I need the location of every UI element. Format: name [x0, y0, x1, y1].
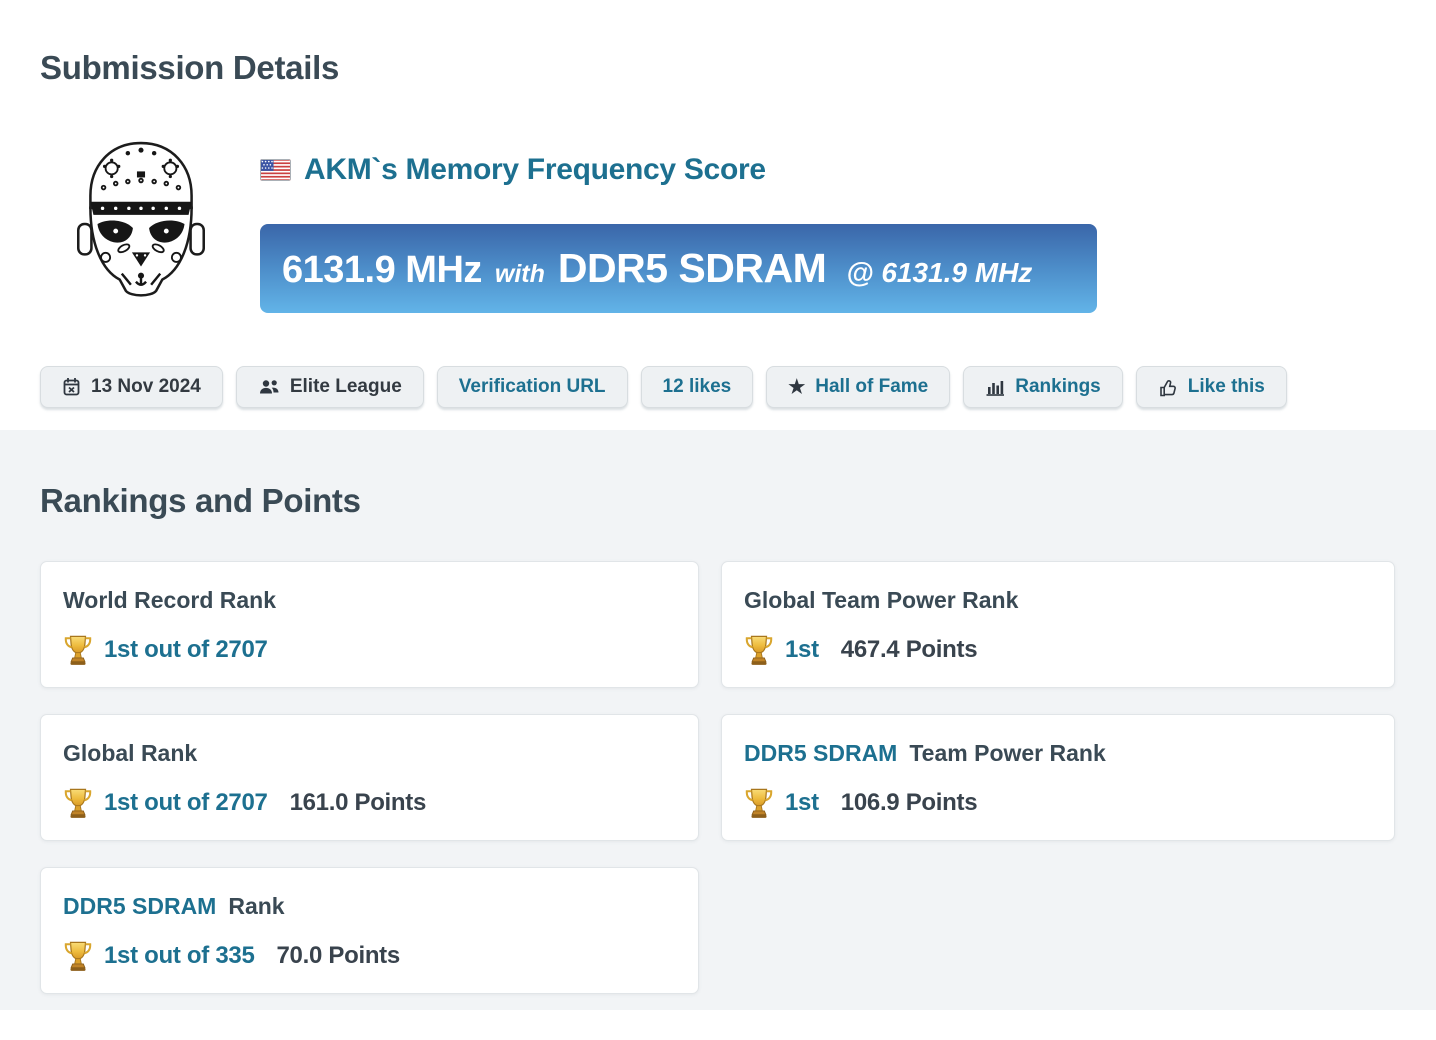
league-button[interactable]: Elite League: [235, 366, 424, 408]
score-banner: 6131.9 MHz with DDR5 SDRAM @ 6131.9 MHz: [260, 224, 1097, 313]
submission-title: AKM`s Memory Frequency Score: [304, 153, 766, 186]
points-value: 467.4 Points: [840, 635, 978, 663]
calendar-icon: [62, 377, 81, 397]
rank-link[interactable]: 1st: [785, 788, 819, 816]
thumbs-up-icon: [1158, 378, 1178, 397]
rank-card-hardware: DDR5 SDRAM Rank 1st out of 335 70.0 Poin…: [40, 867, 699, 994]
points-value: 70.0 Points: [276, 941, 401, 969]
date-label: 13 Nov 2024: [91, 376, 201, 397]
card-title: Team Power Rank: [909, 740, 1106, 766]
rank-card-global: Global Rank 1st out of 2707 161.0 Points: [40, 714, 699, 841]
points-value: 106.9 Points: [840, 788, 978, 816]
stormtrooper-avatar-icon: [77, 141, 205, 297]
rank-link[interactable]: 1st out of 2707: [104, 635, 268, 663]
like-this-label: Like this: [1187, 376, 1265, 397]
likes-count-label: 12 likes: [662, 376, 732, 397]
hall-of-fame-button[interactable]: ★ Hall of Fame: [766, 366, 951, 408]
rank-link[interactable]: 1st out of 2707: [104, 788, 268, 816]
rankings-cards-grid: World Record Rank 1st out of 2707 Global…: [40, 561, 1396, 994]
hardware-link[interactable]: DDR5 SDRAM: [63, 893, 217, 919]
submission-details-section: Submission Details: [0, 0, 1436, 408]
card-title: Global Rank: [63, 740, 198, 766]
rankings-button[interactable]: Rankings: [963, 366, 1123, 408]
trophy-icon: [64, 941, 92, 972]
rank-card-hardware-team-power: DDR5 SDRAM Team Power Rank 1st 106.9 Poi…: [721, 714, 1395, 841]
trophy-icon: [745, 788, 773, 819]
rank-card-world-record: World Record Rank 1st out of 2707: [40, 561, 699, 688]
at-clock-value: @ 6131.9 MHz: [846, 257, 1033, 288]
banner-connector: with: [494, 260, 545, 288]
rankings-section: Rankings and Points World Record Rank 1s…: [0, 430, 1436, 1010]
verification-url-label: Verification URL: [458, 376, 606, 397]
trophy-icon: [64, 788, 92, 819]
card-title: World Record Rank: [63, 587, 276, 613]
rank-card-global-team-power: Global Team Power Rank 1st 467.4 Points: [721, 561, 1395, 688]
rankings-section-title: Rankings and Points: [40, 482, 361, 519]
card-title: Rank: [228, 893, 285, 919]
hardware-name: DDR5 SDRAM: [557, 245, 827, 291]
likes-count-button[interactable]: 12 likes: [640, 366, 754, 408]
date-button[interactable]: 13 Nov 2024: [40, 366, 223, 408]
league-label: Elite League: [289, 376, 402, 397]
star-icon: ★: [788, 376, 806, 398]
avatar: [75, 137, 207, 309]
card-title: Global Team Power Rank: [744, 587, 1019, 613]
page-title: Submission Details: [40, 49, 340, 86]
like-this-button[interactable]: Like this: [1135, 366, 1287, 408]
hardware-link[interactable]: DDR5 SDRAM: [744, 740, 898, 766]
rank-link[interactable]: 1st: [785, 635, 819, 663]
points-value: 161.0 Points: [289, 788, 427, 816]
users-icon: [258, 378, 280, 396]
trophy-icon: [745, 635, 773, 666]
us-flag-icon: [260, 159, 291, 181]
rank-link[interactable]: 1st out of 335: [104, 941, 255, 969]
verification-url-button[interactable]: Verification URL: [436, 366, 628, 408]
submission-toolbar: 13 Nov 2024 Elite League Verification UR…: [40, 366, 1396, 408]
score-value: 6131.9 MHz: [282, 249, 482, 291]
bar-chart-icon: [985, 378, 1005, 396]
hall-of-fame-label: Hall of Fame: [815, 376, 929, 397]
rankings-label: Rankings: [1015, 376, 1101, 397]
trophy-icon: [64, 635, 92, 666]
